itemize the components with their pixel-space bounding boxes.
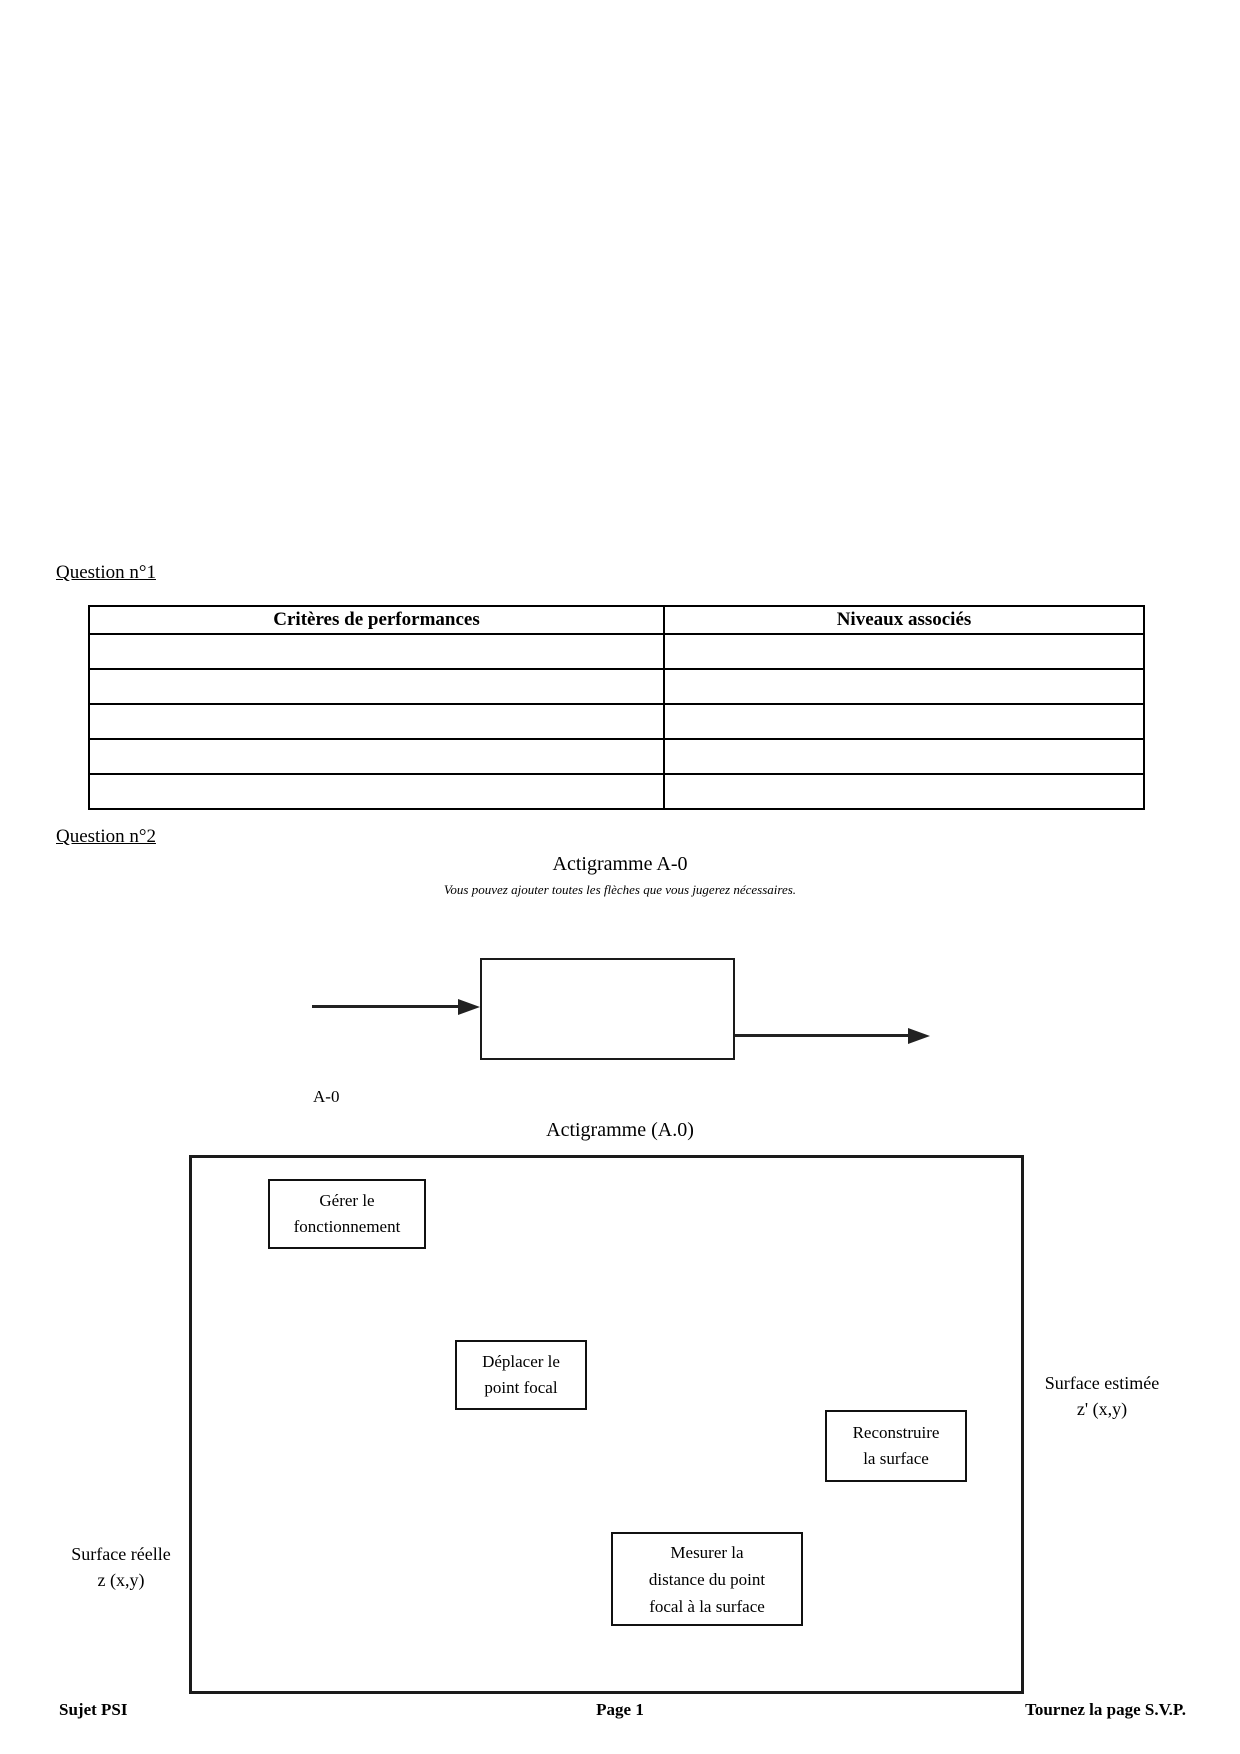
table-header-criteres: Critères de performances xyxy=(88,605,665,635)
table-cell xyxy=(88,703,665,740)
surface-reelle-line1: Surface réelle xyxy=(71,1544,171,1564)
activity-box-label-line: distance du point xyxy=(648,1569,766,1589)
a0-box xyxy=(480,958,735,1060)
activity-box-label-line: focal à la surface xyxy=(649,1596,765,1616)
table-row xyxy=(88,773,1145,810)
table-row xyxy=(88,703,1145,740)
table-cell xyxy=(663,773,1145,810)
activity-box-reconstruire: Reconstruire la surface xyxy=(825,1410,967,1482)
actigramme-a0-note: Vous pouvez ajouter toutes les flèches q… xyxy=(443,882,797,897)
table-cell xyxy=(88,633,665,670)
activity-box-gerer: Gérer le fonctionnement xyxy=(268,1179,426,1249)
actigramme-a0-title: Actigramme A-0 xyxy=(552,853,688,875)
surface-estimee-label: Surface estimée z' (x,y) xyxy=(1024,1370,1180,1422)
activity-box-mesurer: Mesurer la distance du point focal à la … xyxy=(611,1532,803,1626)
activity-box-label-line: Déplacer le xyxy=(482,1352,560,1371)
a0-node-label: A-0 xyxy=(313,1087,340,1106)
activity-box-deplacer: Déplacer le point focal xyxy=(455,1340,587,1410)
footer-page-number: Page 1 xyxy=(596,1700,644,1719)
table-header-row: Critères de performances Niveaux associé… xyxy=(88,605,1145,635)
table-cell xyxy=(663,703,1145,740)
activity-box-label-line: la surface xyxy=(863,1449,929,1468)
a0-input-arrow-head xyxy=(458,999,480,1015)
performance-table: Critères de performances Niveaux associé… xyxy=(88,605,1145,810)
surface-reelle-label: Surface réelle z (x,y) xyxy=(46,1541,196,1593)
surface-estimee-line2: z' (x,y) xyxy=(1076,1399,1128,1419)
table-header-niveaux: Niveaux associés xyxy=(663,605,1145,635)
table-cell xyxy=(663,738,1145,775)
a0-output-arrow-head xyxy=(908,1028,930,1044)
table-cell xyxy=(663,668,1145,705)
activity-box-label-line: point focal xyxy=(484,1378,558,1397)
question-2-heading: Question n°2 xyxy=(56,826,156,847)
surface-reelle-line2: z (x,y) xyxy=(97,1570,145,1590)
table-cell xyxy=(663,633,1145,670)
activity-box-label-line: Gérer le xyxy=(319,1191,375,1210)
table-cell xyxy=(88,738,665,775)
a0-output-arrow-line xyxy=(735,1034,909,1037)
footer-subject: Sujet PSI xyxy=(59,1700,128,1719)
activity-box-label-line: fonctionnement xyxy=(293,1217,401,1236)
a0-input-arrow-line xyxy=(312,1005,462,1008)
table-row xyxy=(88,668,1145,705)
surface-estimee-line1: Surface estimée xyxy=(1044,1373,1160,1393)
question-1-heading: Question n°1 xyxy=(56,562,156,583)
activity-box-label-line: Mesurer la xyxy=(670,1542,744,1562)
table-cell xyxy=(88,668,665,705)
table-cell xyxy=(88,773,665,810)
actigramme-a0-detail-title: Actigramme (A.0) xyxy=(546,1119,694,1141)
table-row xyxy=(88,633,1145,670)
activity-box-label-line: Reconstruire xyxy=(852,1423,940,1442)
table-row xyxy=(88,738,1145,775)
footer-turn-page: Tournez la page S.V.P. xyxy=(1025,1700,1186,1719)
